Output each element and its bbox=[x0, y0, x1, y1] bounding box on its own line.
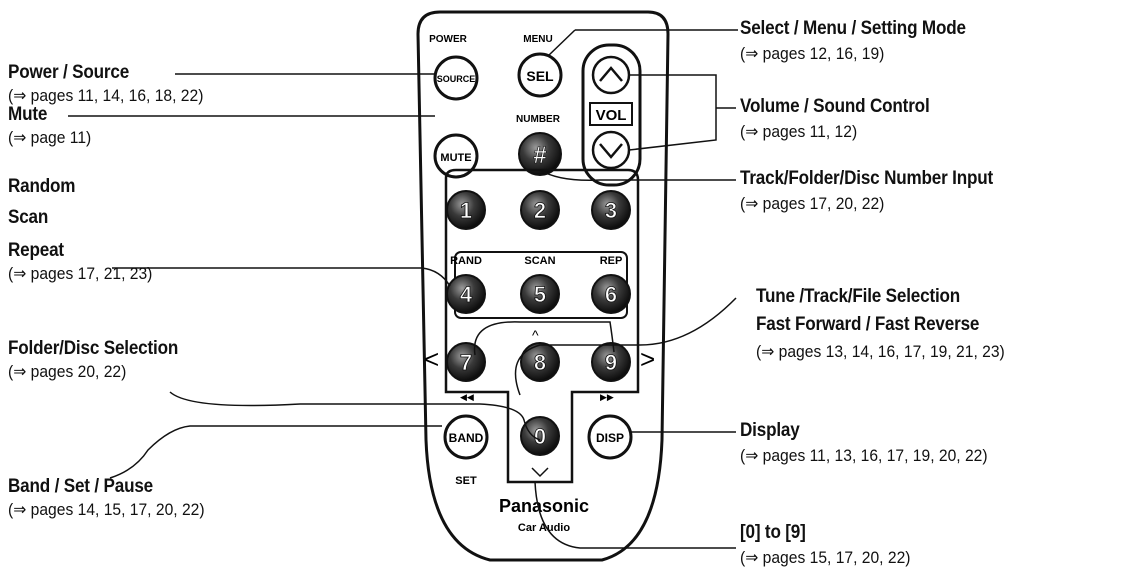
brand-logo: Panasonic bbox=[499, 496, 589, 516]
volume-pages: (⇒ pages 11, 12) bbox=[740, 122, 858, 141]
svg-text:BAND: BAND bbox=[449, 431, 484, 445]
band-button[interactable]: BAND bbox=[443, 414, 489, 460]
svg-text:MUTE: MUTE bbox=[440, 152, 471, 164]
digit-7-button[interactable]: 7 bbox=[446, 342, 486, 382]
mute-pages: (⇒ page 11) bbox=[8, 128, 92, 147]
power-source-callout: Power / Source bbox=[8, 62, 130, 83]
digit-9-label: 9 bbox=[605, 350, 617, 375]
chevron-down-small-icon bbox=[531, 467, 549, 478]
chevron-up-small-icon: ^ bbox=[532, 327, 539, 343]
volume-callout: Volume / Sound Control bbox=[740, 96, 930, 117]
digit-8-button[interactable]: 8 bbox=[520, 342, 560, 382]
display-callout: Display bbox=[740, 420, 800, 441]
tune-track-callout: Tune /Track/File Selection bbox=[756, 286, 961, 307]
power-label: POWER bbox=[429, 34, 468, 45]
leader-lines bbox=[68, 29, 738, 549]
display-pages: (⇒ pages 11, 13, 16, 17, 19, 20, 22) bbox=[740, 446, 988, 465]
number-label: NUMBER bbox=[516, 114, 561, 125]
digits-pages: (⇒ pages 15, 17, 20, 22) bbox=[740, 548, 911, 567]
chevron-up-icon bbox=[599, 66, 623, 82]
digits-callout: [0] to [9] bbox=[740, 522, 806, 543]
number-input-button[interactable]: # bbox=[518, 132, 562, 176]
chevron-right-icon: > bbox=[640, 344, 655, 374]
svg-text:DISP: DISP bbox=[596, 431, 624, 445]
volume-down-button[interactable] bbox=[591, 130, 631, 170]
digit-0-label: 0 bbox=[534, 424, 546, 449]
digit-1-label: 1 bbox=[460, 198, 472, 223]
digit-5-label: 5 bbox=[534, 282, 546, 307]
digit-4-button[interactable]: 4 bbox=[446, 274, 486, 314]
digit-8-label: 8 bbox=[534, 350, 546, 375]
band-set-pause-pages: (⇒ pages 14, 15, 17, 20, 22) bbox=[8, 500, 205, 519]
sel-button[interactable]: SEL bbox=[517, 52, 563, 98]
source-button[interactable]: SOURCE bbox=[433, 55, 479, 101]
volume-up-button[interactable] bbox=[591, 55, 631, 95]
band-set-pause-callout: Band / Set / Pause bbox=[8, 476, 154, 497]
rewind-icon: ◀◀ bbox=[460, 392, 474, 402]
folder-disc-pages: (⇒ pages 20, 22) bbox=[8, 362, 127, 381]
number-input-callout: Track/Folder/Disc Number Input bbox=[740, 168, 994, 189]
mute-callout: Mute bbox=[8, 104, 48, 125]
volume-rocker[interactable]: VOL bbox=[581, 43, 642, 187]
svg-text:SOURCE: SOURCE bbox=[437, 74, 476, 84]
scan-callout: Scan bbox=[8, 207, 49, 228]
digit-2-button[interactable]: 2 bbox=[520, 190, 560, 230]
digit-6-button[interactable]: 6 bbox=[591, 274, 631, 314]
digit-6-label: 6 bbox=[605, 282, 617, 307]
digit-0-button[interactable]: 0 bbox=[520, 416, 560, 456]
digit-3-button[interactable]: 3 bbox=[591, 190, 631, 230]
digit-1-button[interactable]: 1 bbox=[446, 190, 486, 230]
digit-5-button[interactable]: 5 bbox=[520, 274, 560, 314]
rep-label: REP bbox=[600, 255, 623, 267]
random-callout: Random bbox=[8, 176, 76, 197]
keypad-frame bbox=[444, 168, 640, 484]
svg-text:SEL: SEL bbox=[526, 68, 554, 84]
tune-track-pages: (⇒ pages 13, 14, 16, 17, 19, 21, 23) bbox=[756, 342, 1005, 361]
digit-3-label: 3 bbox=[605, 198, 617, 223]
digit-9-button[interactable]: 9 bbox=[591, 342, 631, 382]
digit-4-label: 4 bbox=[460, 282, 473, 307]
digit-buttons: 1 2 3 4 5 6 7 8 9 0 bbox=[446, 190, 631, 456]
fast-forward-callout: Fast Forward / Fast Reverse bbox=[756, 314, 980, 335]
chevron-down-icon bbox=[599, 143, 623, 159]
power-source-pages: (⇒ pages 11, 14, 16, 18, 22) bbox=[8, 86, 204, 105]
number-input-pages: (⇒ pages 17, 20, 22) bbox=[740, 194, 885, 213]
select-menu-pages: (⇒ pages 12, 16, 19) bbox=[740, 44, 885, 63]
folder-disc-callout: Folder/Disc Selection bbox=[8, 338, 179, 359]
rand-label: RAND bbox=[450, 255, 482, 267]
digit-2-label: 2 bbox=[534, 198, 546, 223]
fast-forward-icon: ▶▶ bbox=[600, 392, 614, 402]
mute-button[interactable]: MUTE bbox=[433, 133, 479, 179]
scan-label: SCAN bbox=[524, 255, 555, 267]
select-menu-callout: Select / Menu / Setting Mode bbox=[740, 18, 966, 39]
svg-text:#: # bbox=[533, 142, 546, 169]
vol-label: VOL bbox=[596, 107, 627, 124]
set-label: SET bbox=[455, 475, 477, 487]
repeat-callout: Repeat bbox=[8, 240, 64, 261]
digit-7-label: 7 bbox=[460, 350, 472, 375]
menu-label: MENU bbox=[523, 34, 552, 45]
chevron-left-icon: < bbox=[424, 344, 439, 374]
disp-button[interactable]: DISP bbox=[587, 414, 633, 460]
brand-subtitle: Car Audio bbox=[518, 522, 570, 534]
random-scan-repeat-pages: (⇒ pages 17, 21, 23) bbox=[8, 264, 153, 283]
